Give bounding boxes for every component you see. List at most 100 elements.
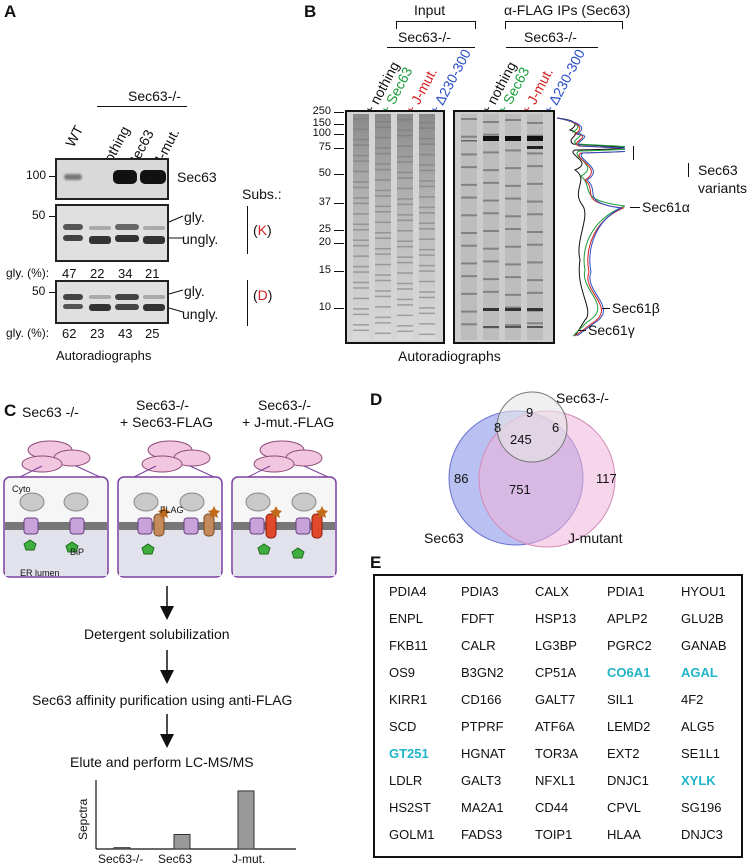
arrow-down-icon xyxy=(160,714,174,748)
blot3-gly: gly. xyxy=(184,283,205,299)
gene-cell: HS2ST xyxy=(389,800,431,815)
band xyxy=(63,235,83,241)
gel-band xyxy=(505,197,521,200)
gel-band xyxy=(419,280,435,283)
gel-band xyxy=(527,243,543,246)
mw-marker: 15 xyxy=(318,264,331,276)
mw-tick xyxy=(334,308,344,309)
gel-band xyxy=(353,144,369,146)
blot-substrate-d xyxy=(55,280,169,324)
blot2-brackets xyxy=(168,215,184,239)
gel-band xyxy=(483,260,499,263)
gel-band xyxy=(375,126,391,128)
gene-cell: SE1L1 xyxy=(681,746,721,761)
gene-cell: GLU2B xyxy=(681,611,724,626)
mw-tick xyxy=(334,271,344,272)
input-label: Input xyxy=(414,2,446,18)
mw-tick xyxy=(334,243,344,244)
gene-cell: GT251 xyxy=(389,746,429,761)
gel-band xyxy=(353,244,369,247)
arrow-down-icon xyxy=(160,650,174,684)
gel-band xyxy=(483,212,499,215)
gel-band xyxy=(461,183,477,186)
gel-band xyxy=(527,261,543,264)
venn-count: 117 xyxy=(596,471,617,486)
gly-value: 22 xyxy=(90,266,105,281)
gel-band xyxy=(397,325,413,327)
gel-band xyxy=(397,256,413,258)
gene-cell: PDIA4 xyxy=(389,584,427,599)
chart-bar xyxy=(237,790,255,850)
lane-wt: WT xyxy=(62,122,87,150)
gel-band xyxy=(483,247,499,250)
gel-band xyxy=(483,169,499,172)
gel-band xyxy=(483,151,499,154)
gel-band xyxy=(353,324,369,326)
mw-marker: 20 xyxy=(318,236,331,248)
label-flag: FLAG xyxy=(160,505,184,515)
gel-band xyxy=(419,206,435,209)
panel-e-letter: E xyxy=(370,553,382,572)
gel-band xyxy=(397,245,413,248)
gel-band xyxy=(461,275,477,278)
gene-cell: SIL1 xyxy=(607,692,634,707)
gel-band xyxy=(353,138,369,141)
band xyxy=(115,294,139,300)
input-gel xyxy=(345,110,445,344)
gene-cell: HYOU1 xyxy=(681,584,726,599)
band xyxy=(140,170,166,184)
gel-band xyxy=(461,323,477,326)
gel-band xyxy=(375,195,391,197)
gel-band xyxy=(353,287,369,289)
gel-lane xyxy=(527,114,543,340)
gene-cell: LG3BP xyxy=(535,638,577,653)
blot-sec63 xyxy=(55,158,169,200)
gene-cell: GOLM1 xyxy=(389,827,435,842)
gly-value: 21 xyxy=(145,266,160,281)
gly-value: 47 xyxy=(62,266,77,281)
gene-cell: TOIP1 xyxy=(535,827,573,842)
gel-band xyxy=(527,279,543,282)
band xyxy=(63,294,83,300)
anno-sec61a: Sec61α xyxy=(642,199,690,215)
gel-band xyxy=(353,313,369,316)
gel-band xyxy=(527,146,543,149)
gel-band xyxy=(397,171,413,174)
gel-band xyxy=(527,134,543,137)
gel-band xyxy=(527,213,543,216)
label-bip: BiP xyxy=(70,547,85,557)
band xyxy=(89,304,111,311)
mw-tick xyxy=(334,203,344,204)
gel-band xyxy=(353,271,369,273)
gel-band xyxy=(419,307,435,309)
gly-value: 43 xyxy=(118,326,133,341)
panel-b-footer: Autoradiographs xyxy=(398,348,501,364)
gel-band xyxy=(375,168,391,171)
ip-gel xyxy=(453,110,555,344)
gene-cell: HSP13 xyxy=(535,611,577,626)
gel-band xyxy=(419,196,435,198)
gel-band xyxy=(375,295,391,298)
gene-cell: SCD xyxy=(389,719,417,734)
gene-cell: CD166 xyxy=(461,692,502,707)
gel-band xyxy=(419,222,435,225)
panel-a-group-label: Sec63-/- xyxy=(128,88,181,104)
subs-d: (D) xyxy=(253,287,273,303)
blot-substrate-k xyxy=(55,204,169,262)
group-left: Sec63-/- xyxy=(398,29,451,45)
gene-cell: MA2A1 xyxy=(461,800,504,815)
gel-band xyxy=(375,205,391,208)
gene-cell: FADS3 xyxy=(461,827,503,842)
gel-band xyxy=(461,196,477,199)
gel-band xyxy=(353,186,369,189)
gel-band xyxy=(397,145,413,147)
gel-band xyxy=(353,329,369,332)
blot2-gly-row-label: gly. (%): xyxy=(6,266,50,280)
mw-marker: 37 xyxy=(318,196,331,208)
group-right: Sec63-/- xyxy=(524,29,577,45)
gel-band xyxy=(527,231,543,233)
gel-band xyxy=(461,118,477,120)
venn-count: 751 xyxy=(509,482,531,497)
gel-band xyxy=(419,180,435,182)
venn-count: 245 xyxy=(510,432,532,447)
